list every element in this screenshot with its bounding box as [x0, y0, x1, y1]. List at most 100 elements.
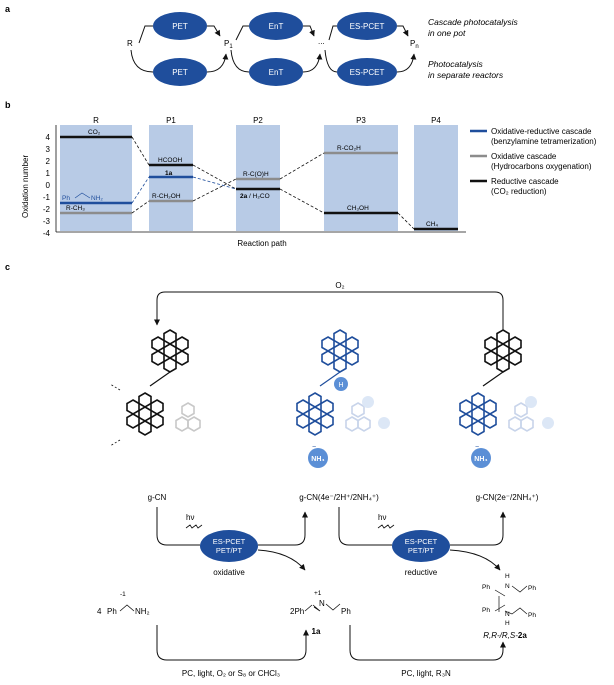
- y-tick-0: 0: [46, 181, 51, 190]
- y-tick-2: 2: [46, 157, 51, 166]
- minus-charge-right: −: [475, 444, 479, 451]
- reductive-label: reductive: [405, 568, 438, 577]
- conditions-arrow-right: [349, 625, 506, 661]
- reactant-coefficient: 4: [97, 607, 102, 616]
- species-ch4: CH₄: [426, 221, 438, 228]
- species-amine-nh2: NH₂: [91, 195, 103, 202]
- minus-charge-middle: −: [312, 444, 316, 451]
- product-bonds-upper: [494, 585, 528, 597]
- panel-a-label: a: [5, 4, 11, 14]
- es-pcet-step-ellipse: [337, 12, 397, 40]
- reductive-pcet-line1: ES-PCET: [405, 537, 438, 546]
- y-tick-minus1: -1: [43, 193, 51, 202]
- species-rcoh: R-C(O)H: [243, 171, 269, 178]
- arrow-r-to-pet: [138, 25, 153, 44]
- ammonium-label-middle: NH₄: [311, 456, 324, 463]
- ammonium-marker-middle: [308, 448, 328, 468]
- product-h-2: H: [505, 620, 510, 627]
- final-product-pn-label: Pn: [410, 39, 419, 50]
- ammonium-label-right: NH₄: [474, 456, 487, 463]
- start-reactant-label: R: [127, 39, 133, 48]
- oxidative-connector: [131, 152, 325, 214]
- gcn-structure-right: NH₄ −: [459, 329, 554, 468]
- ent-separate-label: EnT: [269, 68, 284, 77]
- arrow-pet-separate-to-p1: [206, 53, 229, 73]
- legend-oxidative-reductive-line2: (benzylamine tetramerization): [491, 137, 597, 146]
- pet-separate-ellipse: [153, 58, 207, 86]
- panel-c-label: c: [5, 262, 10, 272]
- product-bonds-lower: [494, 604, 528, 615]
- reactant-ph: Ph: [107, 607, 117, 616]
- pet-step-label: PET: [172, 22, 188, 31]
- reductive-product-arrow: [449, 549, 501, 571]
- light-wave-icon-oxidative: [185, 524, 203, 529]
- benzylamine-bond-icon: [74, 192, 91, 199]
- y-tick-minus2: -2: [43, 205, 51, 214]
- oxidative-label: oxidative: [213, 568, 245, 577]
- product-n-1: N: [505, 583, 510, 590]
- reductive-arc-in: [338, 507, 392, 546]
- y-axis-title: Oxidation number: [21, 155, 30, 218]
- arrow-r-to-pet-separate: [130, 49, 154, 73]
- legend-reductive-line1: Reductive cascade: [491, 177, 559, 186]
- legend-oxidative-line2: (Hydrocarbons oxygenation): [491, 162, 592, 171]
- product-ph-2: Ph: [528, 585, 536, 592]
- reactant-benzylamine: 4 -1 Ph NH₂: [97, 591, 150, 616]
- column-header-r: R: [93, 116, 99, 125]
- imine-coefficient-ph: 2Ph: [290, 607, 304, 616]
- pet-step-ellipse: [153, 12, 207, 40]
- es-pcet-separate-label: ES-PCET: [350, 68, 385, 77]
- reactant-oxidation-state: -1: [120, 591, 126, 598]
- imine-compound-label: 1a: [312, 627, 321, 636]
- catalyst-charged-4e-label: g-CN(4e⁻/2H⁺/2NH₄⁺): [299, 493, 379, 502]
- catalyst-gcn-label: g-CN: [148, 493, 167, 502]
- conditions-arrow-left: [156, 625, 309, 661]
- arrow-dots-to-espcet-separate: [324, 49, 338, 73]
- product-ph-1: Ph: [482, 584, 490, 591]
- y-tick-3: 3: [46, 145, 51, 154]
- reductive-connector: [131, 136, 415, 230]
- imine-benzyl-bond-icon: [325, 603, 341, 611]
- reductive-pcet-line2: PET/PT: [408, 546, 435, 555]
- y-tick-labels: 4 3 2 1 0 -1 -2 -3 -4: [43, 133, 51, 238]
- hv-label-reductive: hν: [378, 513, 386, 522]
- species-rch3: R-CH₃: [66, 205, 85, 212]
- ellipsis-label: ...: [318, 37, 325, 46]
- oxidative-arc-out: [258, 511, 308, 546]
- ent-separate-ellipse: [249, 58, 303, 86]
- imine-bond-icon: [304, 604, 321, 612]
- oxidative-product-arrow: [257, 549, 306, 571]
- y-tick-minus4: -4: [43, 229, 51, 238]
- es-pcet-step-label: ES-PCET: [350, 22, 385, 31]
- proton-h-label: H: [338, 382, 343, 389]
- conditions-left-text: PC, light, O₂ or S₈ or CHCl₃: [182, 669, 280, 678]
- o2-regeneration-arrow: [154, 291, 504, 330]
- faded-charge-marker-3: [525, 396, 537, 408]
- column-header-p3: P3: [356, 116, 366, 125]
- product-ph-3: Ph: [482, 607, 490, 614]
- oxidative-arc-in: [156, 507, 200, 546]
- column-bar-p4: [414, 125, 458, 231]
- intermediate-p1-label: P1: [224, 39, 233, 50]
- arrow-espcet-to-pn: [397, 25, 409, 37]
- product-h-1: H: [505, 573, 510, 580]
- hv-label-oxidative: hν: [186, 513, 194, 522]
- species-2a-h2co: 2a / H₂CO: [240, 193, 270, 200]
- proton-h-marker: [334, 377, 348, 391]
- species-hcooh: HCOOH: [158, 157, 183, 164]
- y-tick-4: 4: [46, 133, 51, 142]
- reductive-pcet-ellipse: [392, 530, 450, 562]
- ent-step-label: EnT: [269, 22, 284, 31]
- es-pcet-separate-ellipse: [337, 58, 397, 86]
- imine-1a: +1 2Ph N Ph 1a: [290, 590, 351, 636]
- ammonium-marker-right: [471, 448, 491, 468]
- one-pot-caption-line2: in one pot: [428, 28, 466, 38]
- product-2a: Ph H N Ph Ph N Ph H R,R-/R,S-2a: [482, 573, 536, 640]
- product-n-2: N: [505, 611, 510, 618]
- y-tick-minus3: -3: [43, 217, 51, 226]
- arrow-p1-to-ent-separate: [230, 49, 250, 73]
- ent-step-ellipse: [249, 12, 303, 40]
- species-rco2h: R-CO₂H: [337, 145, 361, 152]
- panel-a-cascade: R P1 ... Pn PET EnT ES-PCET PET EnT ES-P…: [127, 12, 519, 86]
- species-1a: 1a: [165, 170, 173, 177]
